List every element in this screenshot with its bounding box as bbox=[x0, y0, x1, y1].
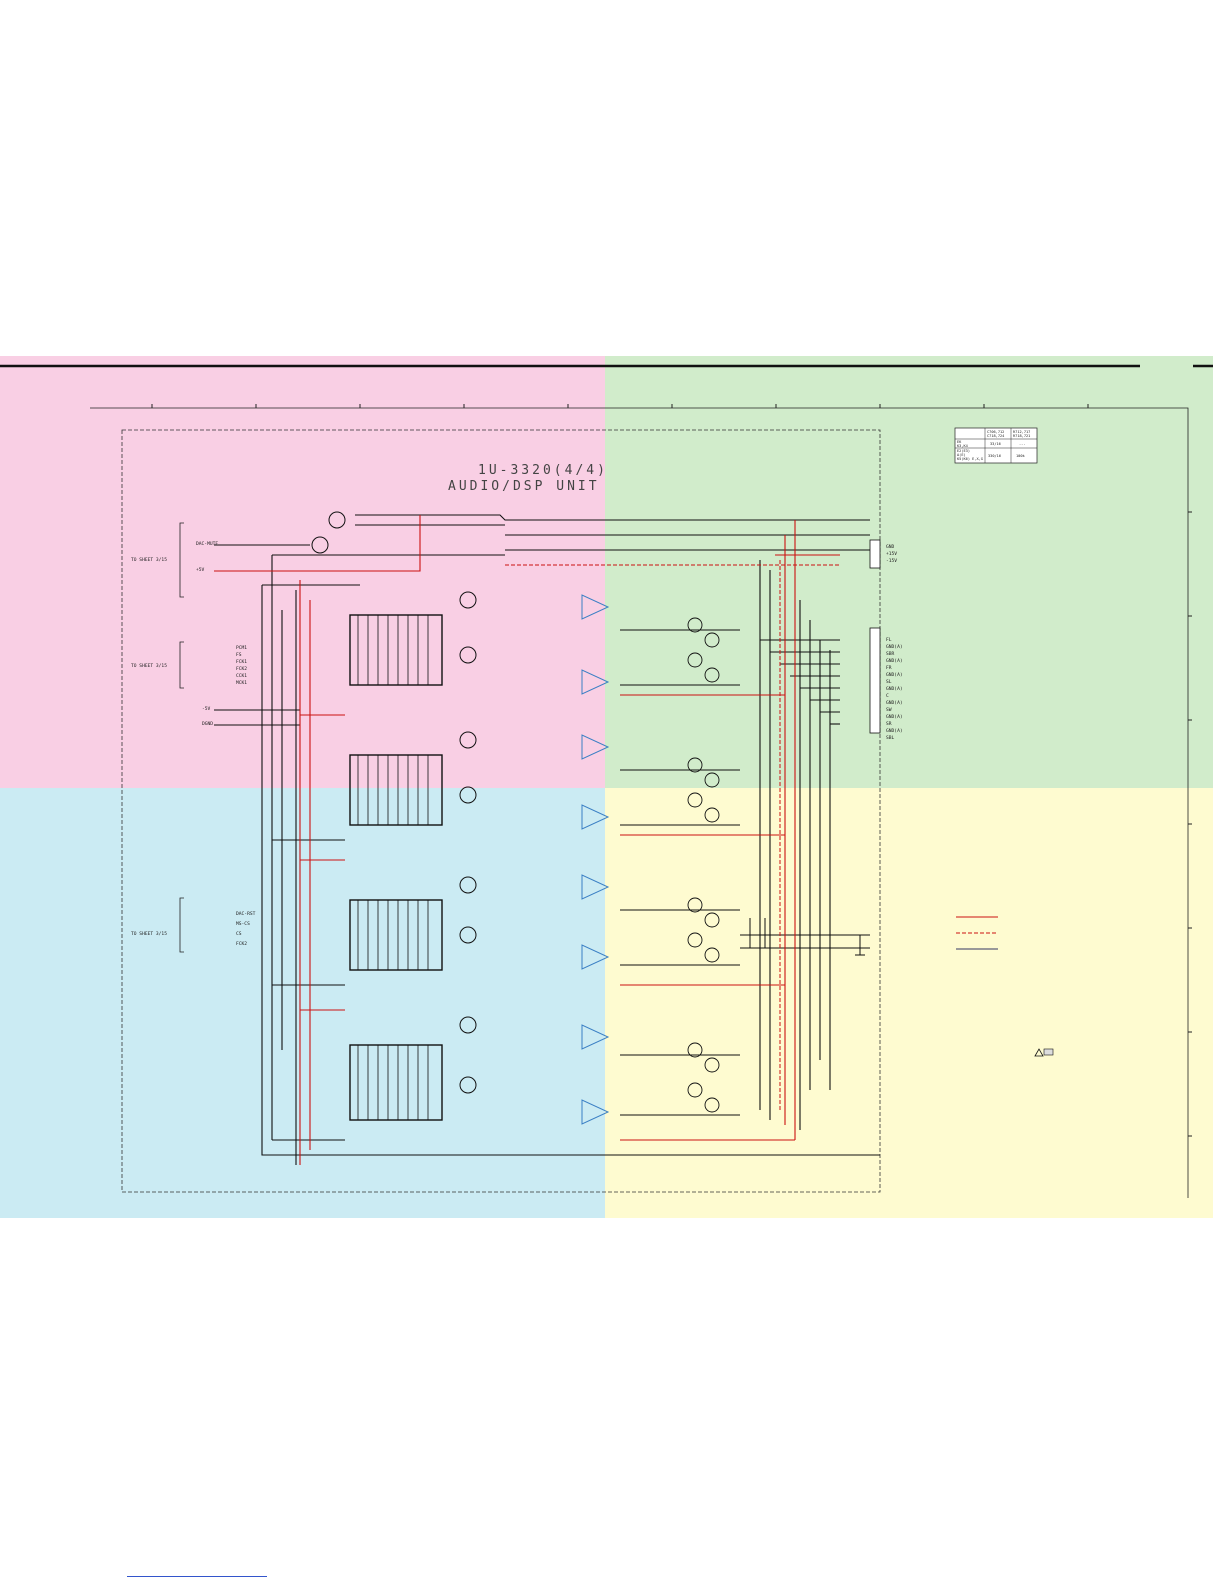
svg-text:SW: SW bbox=[886, 707, 892, 713]
dac-block-4 bbox=[349, 1016, 477, 1121]
connector-pin-labels: +15V -15V GND bbox=[886, 544, 897, 564]
svg-text:SL: SL bbox=[886, 679, 892, 685]
svg-text:+15V: +15V bbox=[886, 551, 897, 557]
bus-labels-top: PCM1 FS FCK1 FCK2 CCK1 MCK1 bbox=[236, 645, 247, 686]
svg-text:GND(A): GND(A) bbox=[886, 714, 903, 720]
svg-text:FL: FL bbox=[886, 637, 892, 643]
dac-blocks bbox=[349, 591, 477, 1121]
net-dgnd: DGND bbox=[202, 721, 213, 727]
connector-main bbox=[869, 627, 881, 734]
svg-text:PCM1: PCM1 bbox=[236, 645, 247, 651]
left-inputs bbox=[179, 522, 184, 953]
svg-text:GND(A): GND(A) bbox=[886, 700, 903, 706]
svg-text:C706,712: C706,712 bbox=[987, 430, 1004, 434]
svg-text:33/16: 33/16 bbox=[990, 442, 1001, 446]
svg-text:MS-CS: MS-CS bbox=[236, 921, 250, 927]
svg-text:GND(A): GND(A) bbox=[886, 658, 903, 664]
sheet-ref-1: TO SHEET 3/15 bbox=[131, 557, 167, 563]
svg-text:A(E): A(E) bbox=[957, 453, 966, 457]
sheet-ref-2: TO SHEET 3/15 bbox=[131, 663, 167, 669]
svg-text:FCK2: FCK2 bbox=[236, 941, 247, 947]
svg-text:C718,724: C718,724 bbox=[987, 434, 1004, 438]
svg-text:K3,K4: K3,K4 bbox=[957, 444, 968, 448]
svg-text:GND(A): GND(A) bbox=[886, 728, 903, 734]
svg-text:---: --- bbox=[1019, 442, 1026, 446]
caution-triangle-icon bbox=[1034, 1048, 1054, 1057]
footer-link-underline[interactable] bbox=[127, 1576, 267, 1577]
svg-text:EK: EK bbox=[957, 440, 962, 444]
svg-text:FS: FS bbox=[236, 652, 242, 658]
dac-block-1 bbox=[349, 591, 477, 686]
svg-text:FR: FR bbox=[886, 665, 892, 671]
wiring-red bbox=[214, 515, 840, 1165]
top-transistors bbox=[311, 511, 346, 554]
ground-symbols bbox=[749, 918, 865, 956]
quadrant-green bbox=[605, 356, 1213, 788]
quadrant-blue bbox=[0, 788, 605, 1218]
net-plus5v: +5V bbox=[196, 567, 205, 573]
svg-text:-15V: -15V bbox=[886, 558, 897, 564]
svg-text:SBL: SBL bbox=[886, 735, 895, 741]
svg-text:GND: GND bbox=[886, 544, 895, 550]
dac-block-3 bbox=[349, 876, 477, 971]
quadrant-pink bbox=[0, 356, 605, 788]
svg-text:C: C bbox=[886, 693, 889, 699]
unit-title-line2: AUDIO/DSP UNIT bbox=[448, 479, 600, 494]
svg-text:K5(K6) E,X,G: K5(K6) E,X,G bbox=[957, 457, 983, 461]
svg-text:SR: SR bbox=[886, 721, 892, 727]
line-legend bbox=[956, 916, 998, 950]
wiring-red-dashed bbox=[505, 560, 840, 1110]
bus-labels-bottom: DAC-RST MS-CS CS FCK2 bbox=[236, 911, 256, 947]
svg-text:CS: CS bbox=[236, 931, 242, 937]
svg-text:FCK2: FCK2 bbox=[236, 666, 247, 672]
svg-text:FCK1: FCK1 bbox=[236, 659, 247, 665]
svg-text:MCK1: MCK1 bbox=[236, 680, 247, 686]
svg-text:R718,721: R718,721 bbox=[1013, 434, 1030, 438]
svg-text:GND(A): GND(A) bbox=[886, 644, 903, 650]
unit-boundary bbox=[121, 429, 881, 1193]
svg-text:CCK1: CCK1 bbox=[236, 673, 247, 679]
svg-text:330/16: 330/16 bbox=[988, 454, 1001, 458]
svg-text:100k: 100k bbox=[1016, 454, 1025, 458]
net-minus5v: -5V bbox=[202, 706, 211, 712]
sheet-ref-3: TO SHEET 3/15 bbox=[131, 931, 167, 937]
drawing-frame bbox=[90, 404, 1192, 1198]
op-amps bbox=[581, 594, 610, 1125]
net-dac-mute: DAC-MUTE bbox=[196, 541, 218, 547]
unit-title-line1: 1U-3320(4/4) bbox=[478, 463, 608, 478]
svg-text:SBR: SBR bbox=[886, 651, 895, 657]
output-pin-labels: FL GND(A) SBR GND(A) FR GND(A) SL GND(A)… bbox=[886, 637, 903, 741]
dac-block-2 bbox=[349, 731, 477, 826]
svg-text:DAC-RST: DAC-RST bbox=[236, 911, 256, 917]
filter-stages bbox=[620, 617, 740, 1116]
quadrant-yellow bbox=[605, 788, 1213, 1218]
svg-text:E2(E3): E2(E3) bbox=[957, 449, 970, 453]
svg-text:GND(A): GND(A) bbox=[886, 686, 903, 692]
svg-text:GND(A): GND(A) bbox=[886, 672, 903, 678]
svg-text:R712,717: R712,717 bbox=[1013, 430, 1030, 434]
connector-top bbox=[869, 539, 881, 569]
